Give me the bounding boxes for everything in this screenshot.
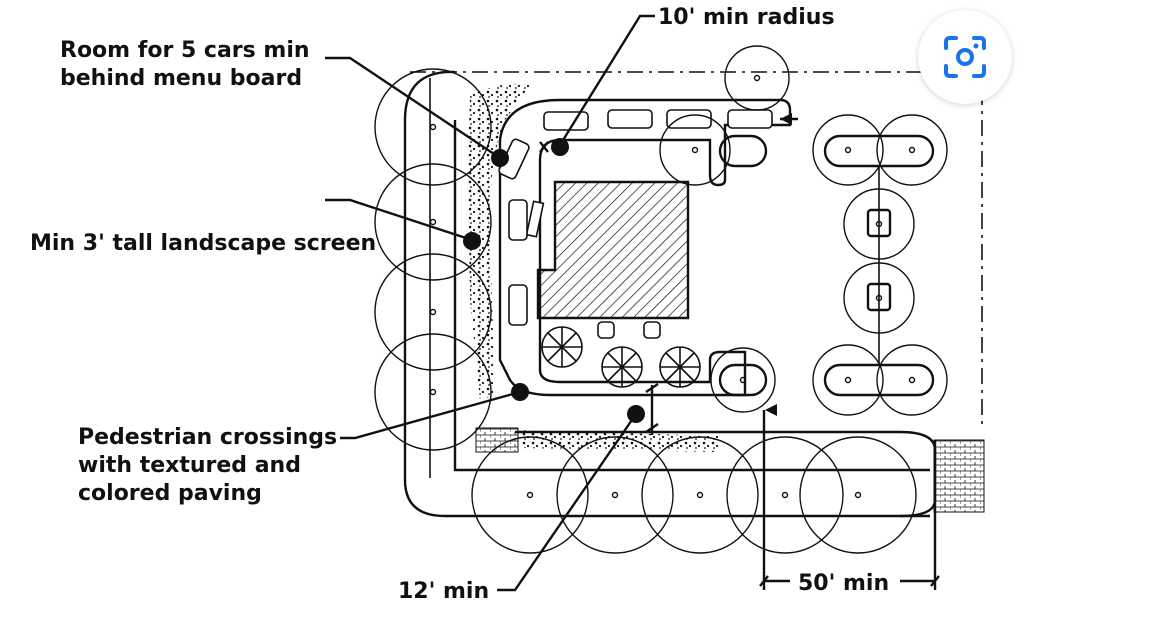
label-ped-line1: Pedestrian crossings bbox=[78, 425, 337, 450]
callout-leaders bbox=[325, 14, 655, 592]
label-cars-line1: Room for 5 cars min bbox=[60, 38, 310, 63]
label-ped-line2: with textured and bbox=[78, 453, 301, 478]
landscape-south-strip bbox=[520, 430, 720, 452]
parking-islands bbox=[718, 134, 935, 397]
label-fifty: 50' min bbox=[798, 571, 889, 596]
landscape-screen-strip bbox=[468, 83, 530, 400]
fifty-foot-dimension bbox=[759, 404, 940, 590]
label-radius: 10' min radius bbox=[658, 5, 835, 30]
twelve-foot-dimension bbox=[645, 383, 659, 435]
label-ped-line3: colored paving bbox=[78, 481, 262, 506]
queued-cars bbox=[498, 109, 773, 326]
street-trees bbox=[374, 45, 948, 554]
visual-search-button[interactable] bbox=[918, 10, 1012, 104]
street-edge bbox=[403, 120, 930, 518]
label-cars-line2: behind menu board bbox=[60, 66, 302, 91]
label-screen: Min 3' tall landscape screen bbox=[30, 231, 376, 256]
sidewalk-inner-edge bbox=[453, 120, 930, 472]
menu-board bbox=[525, 200, 545, 238]
building bbox=[536, 180, 690, 320]
textured-paving-east bbox=[933, 439, 985, 513]
tree-centers bbox=[429, 74, 916, 499]
street-top-edge bbox=[403, 70, 456, 121]
patio-umbrellas bbox=[541, 321, 701, 388]
radius-arrowhead bbox=[780, 113, 792, 125]
visual-search-lens-icon bbox=[944, 36, 986, 78]
label-twelve: 12' min bbox=[398, 579, 489, 604]
